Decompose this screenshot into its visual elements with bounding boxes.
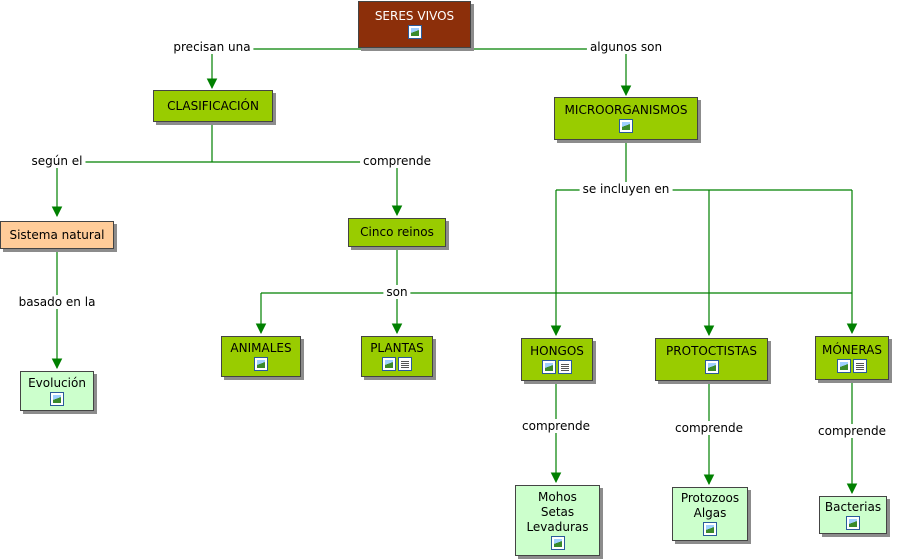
node-protozoos-algas[interactable]: Protozoos Algas — [672, 487, 748, 541]
node-moneras[interactable]: MÓNERAS — [815, 336, 889, 380]
node-hongos[interactable]: HONGOS — [521, 338, 593, 381]
node-mohos-setas-levaduras[interactable]: Mohos Setas Levaduras — [515, 485, 600, 556]
link-label-comprende: comprende — [360, 154, 434, 168]
node-evolucion[interactable]: Evolución — [20, 371, 94, 411]
link-label-son: son — [383, 285, 411, 299]
node-label: PLANTAS — [370, 341, 424, 355]
node-protoctistas[interactable]: PROTOCTISTAS — [655, 338, 768, 381]
node-label: CLASIFICACIÓN — [167, 98, 259, 113]
node-label: PROTOCTISTAS — [666, 344, 757, 358]
node-label: Bacterias — [824, 499, 882, 514]
node-microorganismos[interactable]: MICROORGANISMOS — [554, 97, 698, 140]
node-label: ANIMALES — [230, 341, 292, 355]
document-icon[interactable] — [853, 358, 867, 373]
link-label-basado-en-la: basado en la — [15, 295, 99, 309]
node-clasificacion[interactable]: CLASIFICACIÓN — [153, 90, 273, 122]
node-label: MÓNERAS — [821, 342, 883, 357]
line-root-bus — [212, 48, 626, 50]
document-icon[interactable] — [398, 357, 412, 371]
link-label-comprende-hongos: comprende — [519, 419, 593, 433]
line-clasificacion-bus — [57, 122, 397, 163]
node-label: Protozoos Algas — [680, 491, 740, 520]
node-label: MICROORGANISMOS — [564, 103, 688, 117]
link-label-se-incluyen-en: se incluyen en — [579, 182, 673, 196]
node-label: Cinco reinos — [360, 225, 434, 239]
link-label-comprende-protoctistas: comprende — [672, 421, 746, 435]
image-icon[interactable] — [550, 536, 565, 550]
link-label-comprende-moneras: comprende — [815, 424, 889, 438]
node-animales[interactable]: ANIMALES — [221, 336, 301, 377]
node-seres-vivos[interactable]: SERES VIVOS — [358, 1, 471, 48]
image-icon[interactable] — [542, 360, 556, 374]
node-label: SERES VIVOS — [374, 9, 455, 23]
image-icon[interactable] — [846, 515, 860, 530]
image-icon[interactable] — [382, 357, 396, 371]
node-label: Sistema natural — [9, 227, 105, 242]
image-icon[interactable] — [704, 360, 719, 374]
image-icon[interactable] — [50, 391, 64, 406]
node-cinco-reinos[interactable]: Cinco reinos — [348, 218, 446, 247]
link-label-segun-el: según el — [28, 154, 86, 168]
image-icon[interactable] — [837, 358, 851, 373]
image-icon[interactable] — [619, 119, 633, 133]
node-label: Evolución — [28, 375, 86, 390]
link-label-algunos-son: algunos son — [586, 40, 666, 54]
node-sistema-natural[interactable]: Sistema natural — [0, 221, 114, 249]
image-icon[interactable] — [254, 357, 268, 371]
node-bacterias[interactable]: Bacterias — [819, 496, 887, 534]
node-label: HONGOS — [530, 344, 584, 358]
link-label-precisan-una: precisan una — [170, 40, 254, 54]
image-icon[interactable] — [407, 25, 422, 39]
node-label: Mohos Setas Levaduras — [526, 490, 589, 534]
document-icon[interactable] — [558, 360, 572, 374]
image-icon[interactable] — [703, 522, 717, 536]
node-plantas[interactable]: PLANTAS — [361, 336, 433, 377]
